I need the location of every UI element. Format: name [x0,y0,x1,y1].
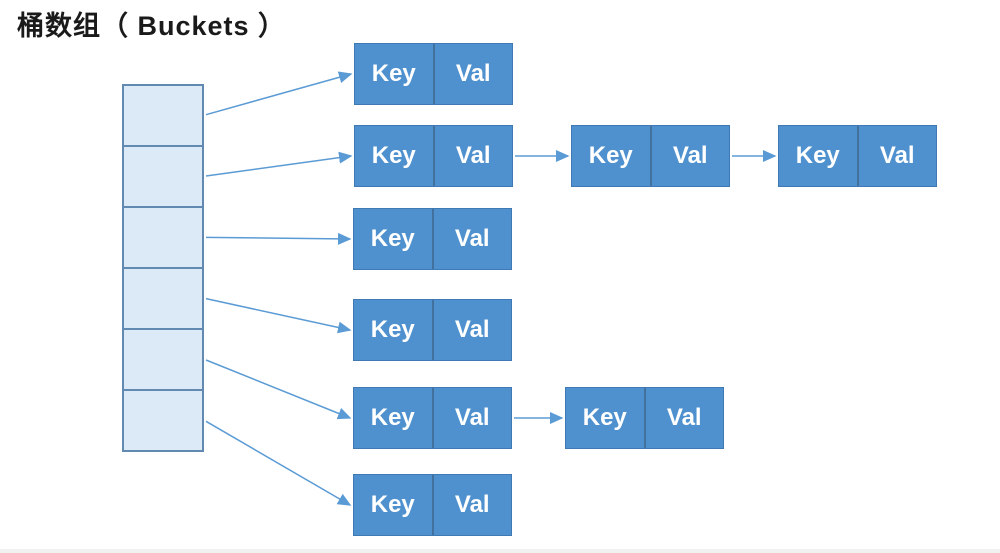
key-cell: Key [354,300,434,360]
val-cell: Val [666,404,702,431]
arrow-bucket3-to-node0 [205,297,352,334]
key-cell: Key [566,388,646,448]
kv-node-bucket4-0: Key Val [353,387,512,449]
kv-node-bucket2-0: Key Val [353,208,512,270]
bottom-edge [0,549,1000,553]
bucket-cell-2 [124,206,202,267]
bucket-cell-0 [124,86,202,145]
bucket-cell-5 [124,389,202,450]
kv-node-bucket5-0: Key Val [353,474,512,536]
key-cell: Key [355,126,435,186]
bucket-cell-1 [124,145,202,206]
val-cell: Val [672,142,708,169]
arrow-bucket0-to-node0 [205,71,353,116]
val-cell: Val [455,142,491,169]
key-cell: Key [572,126,652,186]
key-cell: Key [354,388,434,448]
val-cell: Val [455,60,491,87]
key-cell: Key [354,209,434,269]
kv-node-bucket1-0: Key Val [354,125,513,187]
kv-node-bucket1-2: Key Val [778,125,937,187]
val-cell: Val [454,404,490,431]
diagram-title: 桶数组（ Buckets ） [17,11,287,41]
kv-node-bucket4-1: Key Val [565,387,724,449]
arrow-bucket2-to-node0 [205,232,352,245]
bucket-cell-3 [124,267,202,328]
val-cell: Val [454,225,490,252]
arrow-bucket1-to-node0 [205,151,353,177]
arrow-bucket5-to-node0 [205,420,352,506]
val-cell: Val [879,142,915,169]
bucket-array [122,84,204,452]
val-cell: Val [454,491,490,518]
key-cell: Key [354,475,434,535]
key-cell: Key [355,44,435,104]
bucket-cell-4 [124,328,202,389]
key-cell: Key [779,126,859,186]
arrow-bucket4-to-node0 [205,359,352,420]
kv-node-bucket1-1: Key Val [571,125,730,187]
kv-node-bucket3-0: Key Val [353,299,512,361]
val-cell: Val [454,316,490,343]
kv-node-bucket0-0: Key Val [354,43,513,105]
